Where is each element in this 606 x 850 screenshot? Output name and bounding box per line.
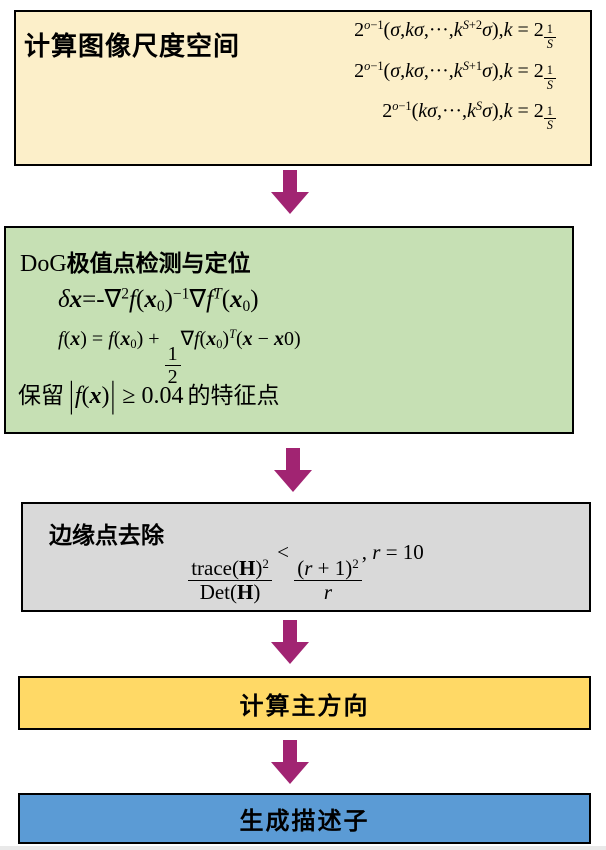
formula-contrast-threshold: |f(x)| ≥ 0.04 (69, 375, 184, 416)
page-edge-strip (0, 846, 606, 850)
step-box-descriptor: 生成描述子 (18, 793, 591, 844)
keep-prefix-text: 保留 (18, 382, 64, 408)
title-cn-extrema: 极值点检测与定位 (66, 250, 251, 276)
down-arrow-icon (271, 620, 309, 664)
down-arrow-icon (271, 740, 309, 784)
step-title-descriptor: 生成描述子 (239, 808, 370, 835)
step-title-scale-space: 计算图像尺度空间 (24, 31, 241, 61)
down-arrow-icon (274, 448, 312, 492)
step-title-dog-extrema: DoG极值点检测与定位 (20, 244, 251, 278)
title-latin-dog: DoG (20, 251, 67, 277)
step-title-edge-removal: 边缘点去除 (49, 522, 164, 548)
down-arrow-icon (271, 170, 309, 214)
formula-offset-delta-x: δx=-∇2f(x0)−1∇fT(x0) (58, 285, 259, 315)
step-box-orientation: 计算主方向 (18, 676, 591, 730)
step-title-orientation: 计算主方向 (239, 692, 370, 720)
step-box-dog-extrema: DoG极值点检测与定位 δx=-∇2f(x0)−1∇fT(x0) f(x) = … (4, 226, 574, 434)
keep-suffix-text: 的特征点 (187, 382, 280, 408)
